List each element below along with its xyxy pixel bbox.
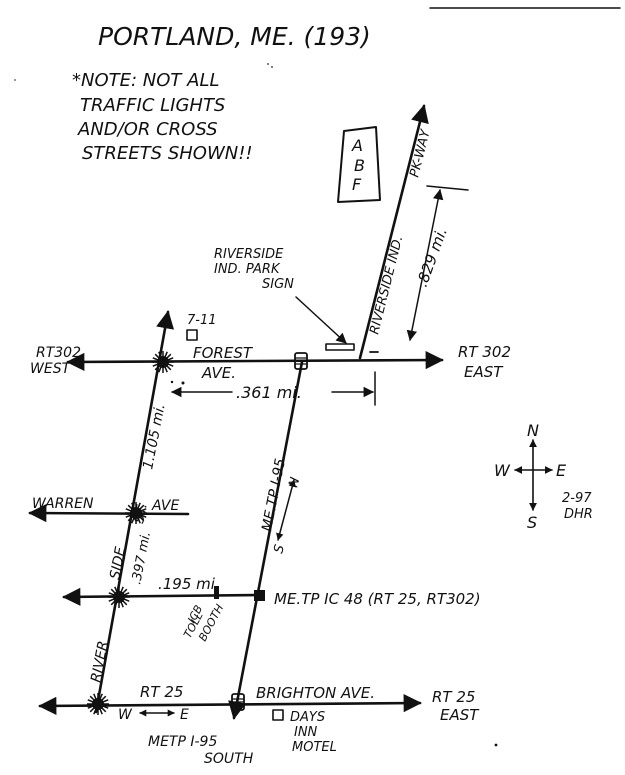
me-tp-label: ME.TP I-95 <box>259 457 289 533</box>
rt302-west-line-1: RT302 <box>36 345 81 361</box>
note-line-1: *NOTE: NOT ALL <box>72 70 220 91</box>
abf-letter-f: F <box>352 175 362 194</box>
warren-label: WARREN <box>32 496 94 512</box>
compass-rose: N S E W <box>494 421 567 532</box>
abf-letter-b: B <box>354 156 365 175</box>
traffic-light-icon <box>87 693 109 715</box>
interchange-48-marker <box>254 590 265 601</box>
parkway-road <box>358 104 429 360</box>
metp-south-line-1: METP I-95 <box>148 734 217 750</box>
distance-marker-riverside-ind: .829 mi. <box>406 185 469 342</box>
warren-ave-road <box>28 504 190 523</box>
park-sign: RIVERSIDE IND. PARK SIGN <box>214 247 379 353</box>
maine-turnpike-road <box>228 360 304 720</box>
abf-sign: A B F <box>337 126 381 203</box>
traffic-light-icon <box>125 502 147 524</box>
compass-north: N <box>527 421 539 440</box>
toll-cross-road <box>62 587 265 606</box>
rt302-forest-ave-road <box>66 350 444 372</box>
days-inn-motel: DAYS INN MOTEL <box>272 709 337 755</box>
traffic-light-icon <box>152 351 174 373</box>
note: *NOTE: NOT ALL TRAFFIC LIGHTS AND/OR CRO… <box>72 70 253 164</box>
tp-south-label: S <box>271 543 288 555</box>
compass-west: W <box>494 461 511 480</box>
note-line-3: AND/OR CROSS <box>77 119 218 140</box>
warren-ave-label: AVE <box>151 498 179 514</box>
rt302-east-line-1: RT 302 <box>458 343 511 361</box>
distance-riverside-ind: .829 mi. <box>413 225 451 289</box>
brighton-west-label: W <box>118 707 133 723</box>
turnpike-direction-arrow <box>276 479 296 541</box>
riverside-side-label: SIDE <box>107 546 129 581</box>
toll-booth-marker <box>214 586 219 599</box>
stamp-line-2: DHR <box>564 507 593 522</box>
toll-plaza-north <box>294 352 308 370</box>
traffic-lights <box>87 351 174 715</box>
seven-eleven-label: 7-11 <box>187 313 217 328</box>
interchange-48-label: ME.TP IC 48 (RT 25, RT302) <box>274 590 481 608</box>
park-sign-line-3: SIGN <box>262 277 294 292</box>
note-line-4: STREETS SHOWN!! <box>82 143 253 164</box>
tp-north-label: N <box>286 475 303 489</box>
stamp-line-1: 2-97 <box>562 491 592 506</box>
traffic-light-icon <box>108 586 130 608</box>
days-inn-line-2: INN <box>294 725 318 740</box>
distance-toll-segment: .195 mi. <box>158 575 220 593</box>
brighton-east-label: E <box>180 707 189 723</box>
compass-south: S <box>527 513 537 532</box>
distance-marker-forest-ave: .361 mi. <box>170 371 376 406</box>
seven-eleven-store: 7-11 <box>186 313 217 341</box>
park-sign-line-2: IND. PARK <box>214 262 281 277</box>
toll-booth: ICB TOLL BOOTH <box>181 602 226 643</box>
riverside-river-label: RIVER <box>88 639 112 683</box>
map-title: PORTLAND, ME. (193) <box>98 22 371 51</box>
brighton-ave-label: BRIGHTON AVE. <box>256 684 375 702</box>
forest-ave-line-1: FOREST <box>193 344 254 362</box>
days-inn-line-3: MOTEL <box>292 740 337 755</box>
distance-forest-ave: .361 mi. <box>236 383 302 402</box>
park-sign-line-1: RIVERSIDE <box>214 247 284 262</box>
metp-south-line-2: SOUTH <box>204 751 254 767</box>
rt302-west-line-2: WEST <box>30 361 72 377</box>
compass-east: E <box>556 461 567 480</box>
rt25-label: RT 25 <box>140 683 183 701</box>
rt302-east-line-2: EAST <box>464 363 504 381</box>
toll-plaza-south <box>231 693 245 711</box>
distance-riverside-lower: .397 mi. <box>129 530 154 585</box>
days-inn-line-1: DAYS <box>290 710 325 725</box>
note-line-2: TRAFFIC LIGHTS <box>80 95 225 116</box>
abf-letter-a: A <box>351 136 363 155</box>
rt25-east-line-2: EAST <box>440 706 480 724</box>
rt25-east-line-1: RT 25 <box>432 688 475 706</box>
forest-ave-line-2: AVE. <box>201 364 236 382</box>
